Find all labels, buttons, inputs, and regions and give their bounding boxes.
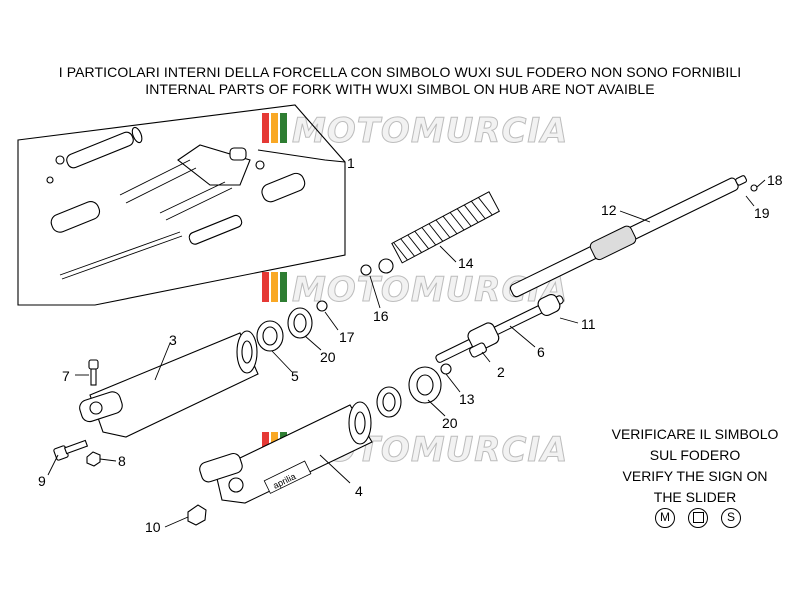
symbol-square	[688, 508, 708, 528]
damper-rod	[509, 175, 748, 298]
callout-11: 11	[581, 316, 596, 332]
watermark-bar-yellow	[271, 272, 278, 302]
watermark-bar-yellow	[271, 113, 278, 143]
fork-kit-box	[17, 104, 346, 306]
callout-2: 2	[497, 364, 505, 380]
callout-numbers: 1 2 3 4 5 6 7 8 9 10 11 12 13 14 16 17 1…	[38, 155, 783, 535]
seal-left	[256, 320, 284, 352]
bushing-right	[408, 366, 442, 404]
callout-10: 10	[145, 519, 161, 535]
circlip	[316, 300, 328, 312]
bushing-left	[287, 307, 313, 339]
callout-8: 8	[118, 453, 126, 469]
kit-nut	[255, 160, 265, 170]
callout-17: 17	[339, 329, 355, 345]
kit-bolt	[55, 155, 65, 165]
kit-rod	[59, 231, 181, 276]
bushing	[469, 342, 487, 358]
kit-tube-lower	[50, 201, 101, 233]
callout-6: 6	[537, 344, 545, 360]
callout-13: 13	[459, 391, 475, 407]
callout-5: 5	[291, 368, 299, 384]
bolt-9	[53, 439, 89, 461]
watermark-top: MOTOMURCIA	[262, 111, 568, 152]
callout-20-right: 20	[442, 415, 458, 431]
note-line-1: VERIFICARE IL SIMBOLO	[611, 426, 779, 442]
callout-3: 3	[169, 332, 177, 348]
symbol-s: S	[721, 508, 741, 528]
kit-damper	[188, 214, 243, 245]
header-italian: I PARTICOLARI INTERNI DELLA FORCELLA CON…	[58, 64, 742, 80]
watermark-bar-green	[280, 272, 287, 302]
callout-19: 19	[754, 205, 770, 221]
watermark-text: MOTOMURCIA	[292, 111, 568, 151]
symbol-m: M	[655, 508, 675, 528]
nut-8	[86, 451, 101, 467]
leader-lines	[47, 179, 766, 528]
callout-14: 14	[458, 255, 474, 271]
note-line-3: VERIFY THE SIGN ON	[622, 468, 768, 484]
callout-4: 4	[355, 483, 363, 499]
piston-rod	[435, 293, 564, 363]
kit-steering-yoke	[119, 144, 251, 221]
kit-fork-tube-upper	[66, 126, 143, 169]
oring	[750, 184, 758, 192]
square-icon	[692, 512, 704, 523]
callout-9: 9	[38, 473, 46, 489]
callout-16: 16	[373, 308, 389, 324]
watermark-bar-green	[280, 113, 287, 143]
note-line-2: SUL FODERO	[649, 447, 741, 463]
note-line-4: THE SLIDER	[653, 489, 737, 505]
seal-right	[376, 386, 402, 418]
right-slider: aprilia	[199, 401, 373, 504]
kit-bolt	[46, 176, 54, 184]
cap-nut-10	[187, 504, 207, 526]
callout-20-left: 20	[320, 349, 336, 365]
callout-7: 7	[62, 368, 70, 384]
callout-12: 12	[601, 202, 617, 218]
washer	[440, 363, 452, 375]
header-english: INTERNAL PARTS OF FORK WITH WUXI SIMBOL …	[145, 81, 655, 97]
callout-18: 18	[767, 172, 783, 188]
left-slider	[79, 330, 259, 438]
watermark-bar-red	[262, 272, 269, 302]
kit-tube-right	[261, 172, 306, 203]
screw-7	[88, 359, 99, 386]
cap-nut	[378, 258, 394, 274]
callout-1: 1	[347, 155, 355, 171]
watermark-bar-red	[262, 113, 269, 143]
spring	[391, 191, 500, 264]
cap-small	[360, 264, 372, 276]
